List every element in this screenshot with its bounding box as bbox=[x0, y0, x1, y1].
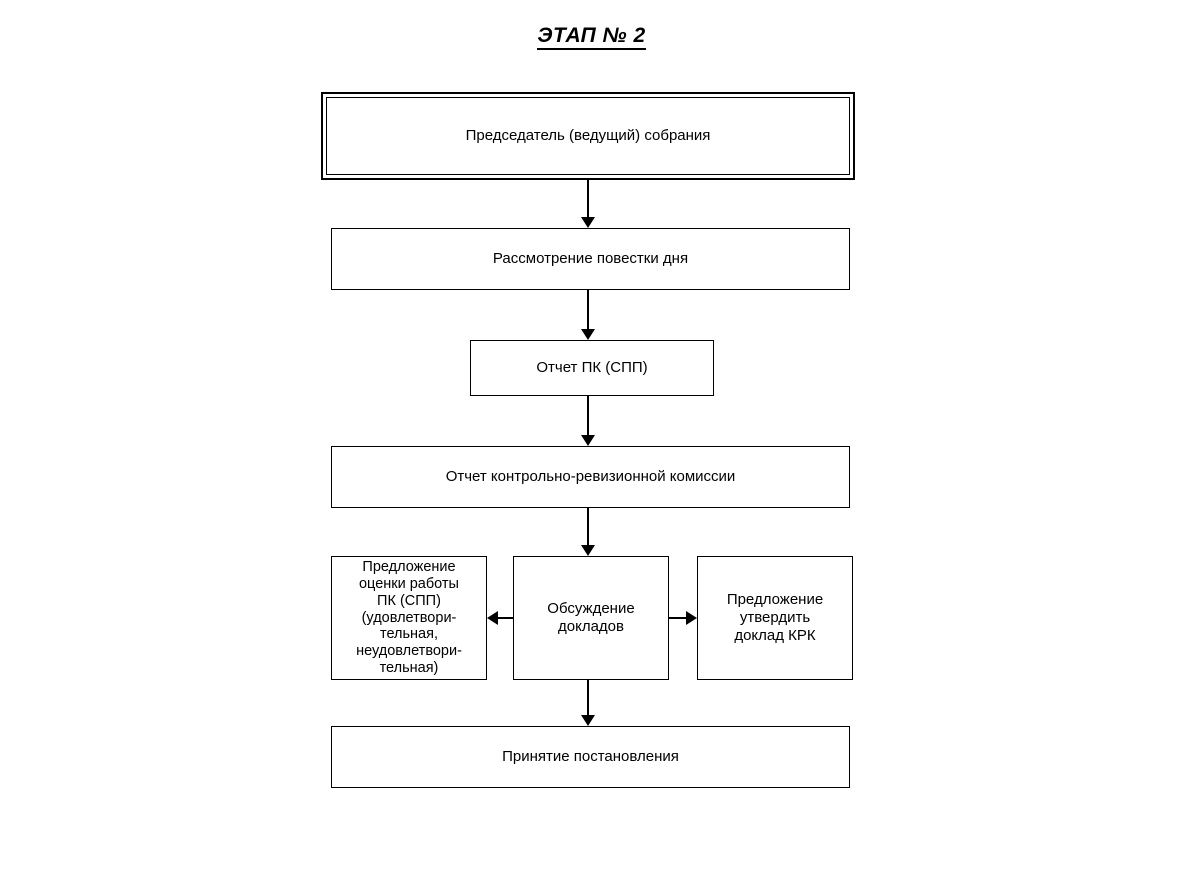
node-proposal-evaluation[interactable]: Предложение оценки работы ПК (СПП) (удов… bbox=[331, 556, 487, 680]
connector-discussion-to-proposal-evaluation bbox=[487, 611, 513, 625]
arrow-down-icon bbox=[581, 217, 595, 228]
node-discussion-of-reports-label: Обсуждение докладов bbox=[547, 599, 635, 635]
node-report-pk[interactable]: Отчет ПК (СПП) bbox=[470, 340, 714, 396]
node-agenda-review[interactable]: Рассмотрение повестки дня bbox=[331, 228, 850, 290]
connector-report-krk-to-discussion bbox=[581, 508, 595, 556]
node-adoption-of-resolution[interactable]: Принятие постановления bbox=[331, 726, 850, 788]
node-proposal-approve-krk-report-label: Предложение утвердить доклад КРК bbox=[726, 590, 824, 645]
node-report-pk-label: Отчет ПК (СПП) bbox=[536, 358, 648, 376]
page-title-text: ЭТАП № 2 bbox=[537, 24, 646, 50]
connector-line bbox=[587, 180, 589, 218]
connector-line bbox=[496, 617, 513, 619]
connector-line bbox=[587, 508, 589, 546]
node-discussion-of-reports[interactable]: Обсуждение докладов bbox=[513, 556, 669, 680]
node-report-audit-commission-label: Отчет контрольно-ревизионной комиссии bbox=[445, 467, 736, 485]
arrow-right-icon bbox=[686, 611, 697, 625]
connector-line bbox=[587, 290, 589, 330]
connector-report-pk-to-report-krk bbox=[581, 396, 595, 446]
node-chairman-label: Председатель (ведущий) собрания bbox=[465, 126, 711, 144]
connector-chairman-to-agenda bbox=[581, 180, 595, 228]
node-adoption-of-resolution-label: Принятие постановления bbox=[502, 747, 679, 765]
arrow-down-icon bbox=[581, 545, 595, 556]
arrow-down-icon bbox=[581, 435, 595, 446]
node-report-audit-commission[interactable]: Отчет контрольно-ревизионной комиссии bbox=[331, 446, 850, 508]
connector-line bbox=[587, 396, 589, 436]
connector-discussion-to-proposal-krk bbox=[669, 611, 697, 625]
arrow-down-icon bbox=[581, 715, 595, 726]
connector-discussion-to-resolution bbox=[581, 680, 595, 726]
node-chairman[interactable]: Председатель (ведущий) собрания bbox=[321, 92, 855, 180]
node-proposal-evaluation-label: Предложение оценки работы ПК (СПП) (удов… bbox=[356, 559, 462, 677]
connector-line bbox=[587, 680, 589, 716]
arrow-down-icon bbox=[581, 329, 595, 340]
arrow-left-icon bbox=[487, 611, 498, 625]
node-proposal-approve-krk-report[interactable]: Предложение утвердить доклад КРК bbox=[697, 556, 853, 680]
node-agenda-review-label: Рассмотрение повестки дня bbox=[492, 249, 689, 267]
page-title: ЭТАП № 2 bbox=[0, 24, 1183, 50]
connector-line bbox=[669, 617, 687, 619]
connector-agenda-to-report-pk bbox=[581, 290, 595, 340]
